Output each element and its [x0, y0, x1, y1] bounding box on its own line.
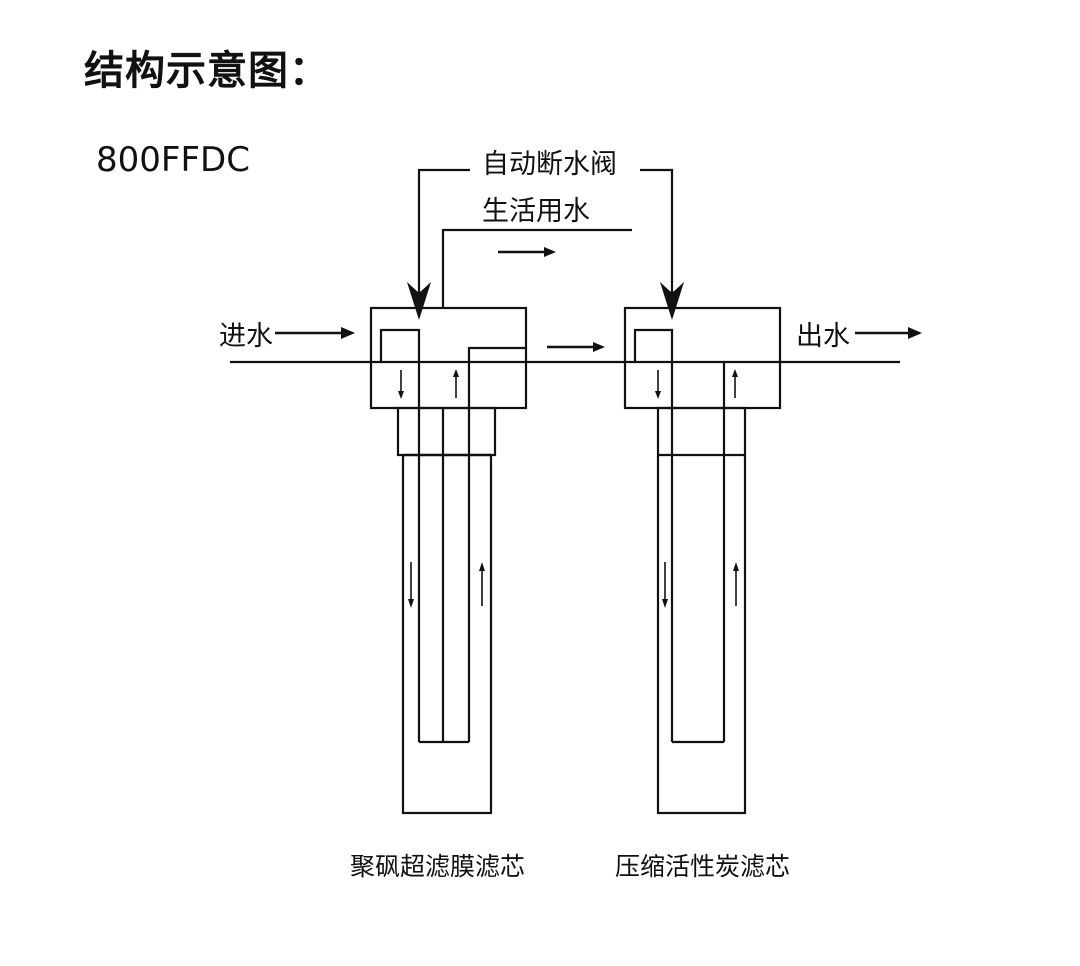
inlet-flow-arrow-icon: [341, 327, 355, 339]
f1-head-up-arrow-icon: [453, 369, 459, 377]
domestic-flow-arrow-icon: [544, 247, 556, 257]
model-number: 800FFDC: [96, 140, 250, 180]
filter-housing-ultrafiltration: [369, 228, 632, 815]
f2-head-down-arrow-icon: [655, 391, 661, 399]
f1-head-down-arrow-icon: [398, 391, 404, 399]
filter2-body: [656, 406, 747, 815]
filter-housing-carbon: [623, 306, 782, 815]
valve-arrow-right-icon: [660, 282, 684, 320]
filter1-head: [369, 306, 528, 410]
filter2-inlet-channel: [633, 328, 674, 362]
caption-carbon-filter: 压缩活性炭滤芯: [615, 852, 790, 881]
f2-body-down-arrow-icon: [662, 599, 668, 608]
filter1-inlet-channel: [379, 328, 421, 362]
caption-ultrafiltration-filter: 聚砜超滤膜滤芯: [350, 852, 525, 881]
outlet-flow-arrow-icon: [908, 327, 922, 339]
f2-body-up-arrow-icon: [733, 562, 739, 571]
label-domestic-water: 生活用水: [482, 196, 590, 227]
domestic-water-pipe: [441, 228, 632, 308]
valve-arrow-left-icon: [407, 282, 431, 320]
filter2-head: [623, 306, 782, 410]
f1-body-up-arrow-icon: [479, 562, 485, 571]
valve-leader-left: [417, 168, 470, 295]
valve-leader-right: [640, 168, 674, 295]
f1-body-down-arrow-icon: [408, 599, 414, 608]
label-water-in: 进水: [219, 321, 273, 352]
filter1-outlet-channel: [467, 346, 526, 362]
f2-head-up-arrow-icon: [732, 369, 738, 377]
label-auto-shutoff-valve: 自动断水阀: [482, 149, 617, 180]
between-filters-arrow-icon: [593, 342, 605, 352]
filter1-neck: [396, 406, 497, 457]
page-title: 结构示意图：: [84, 48, 330, 94]
filter1-body: [401, 453, 493, 815]
label-water-out: 出水: [796, 321, 850, 352]
